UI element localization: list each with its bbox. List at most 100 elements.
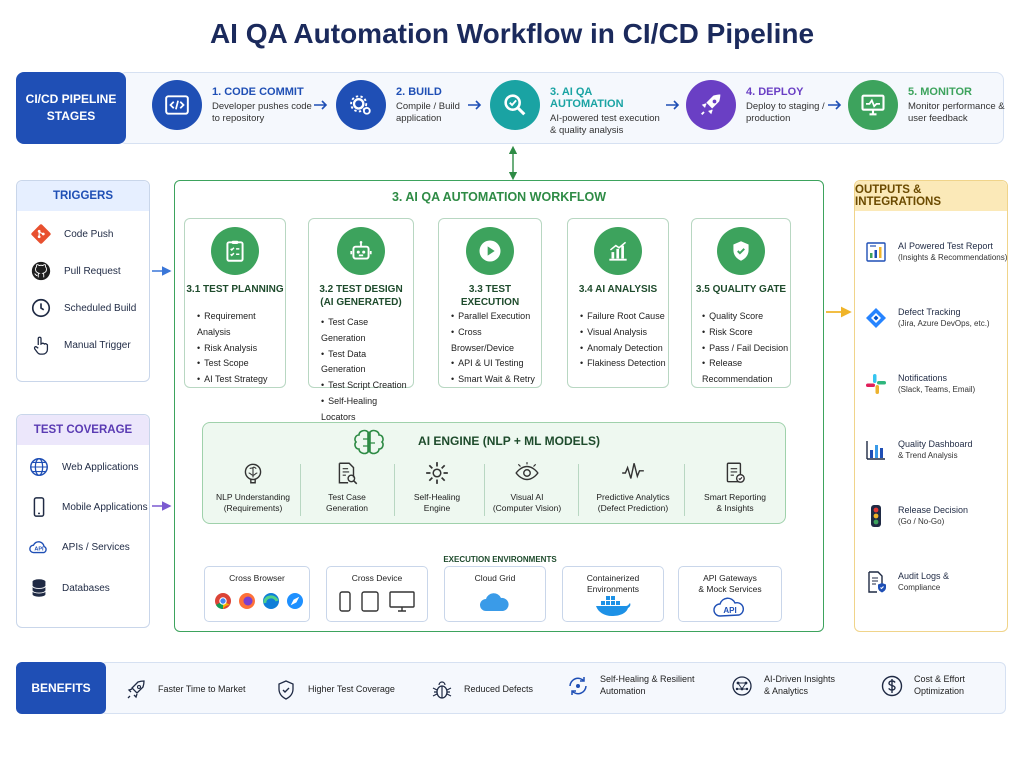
- list-item: Risk Analysis: [197, 341, 285, 357]
- module-line2: Engine: [423, 503, 451, 514]
- output-line1: AI Powered Test Report: [898, 240, 993, 251]
- card-test-planning[interactable]: 3.1 TEST PLANNING Requirement Analysis R…: [184, 218, 286, 388]
- stage-desc: Deploy to staging / production: [746, 101, 825, 124]
- env-cross-browser[interactable]: Cross Browser: [204, 566, 310, 622]
- gear-icon: [426, 462, 448, 484]
- list-item: API & UI Testing: [451, 356, 541, 372]
- card-ai-analysis[interactable]: 3.4 AI ANALYSIS Failure Root Cause Visua…: [567, 218, 669, 388]
- play-icon: [466, 227, 514, 275]
- divider: [684, 464, 685, 516]
- divider: [484, 464, 485, 516]
- list-item: Self-Healing Locators: [321, 394, 413, 426]
- coverage-panel: TEST COVERAGE: [16, 414, 150, 628]
- card-test-design[interactable]: 3.2 TEST DESIGN(AI GENERATED) Test Case …: [308, 218, 414, 422]
- report-icon: [726, 462, 745, 483]
- output-line1: Quality Dashboard: [898, 438, 973, 449]
- clipboard-icon: [211, 227, 259, 275]
- stage-title: 5. MONITOR: [908, 86, 972, 98]
- output-quality-dashboard[interactable]: Quality Dashboard& Trend Analysis: [864, 438, 973, 462]
- outputs-header: OUTPUTS & INTEGRATIONS: [855, 181, 1007, 211]
- bar-chart-icon: [866, 441, 885, 460]
- output-defect-tracking[interactable]: Defect Tracking(Jira, Azure DevOps, etc.…: [864, 306, 990, 330]
- card-test-execution[interactable]: 3.3 TEST EXECUTION Parallel Execution Cr…: [438, 218, 542, 388]
- stage-monitor[interactable]: 5. MONITOR Monitor performance & user fee…: [848, 80, 1018, 130]
- network-brain-icon: [732, 676, 752, 696]
- card-title: 3.2 TEST DESIGN: [319, 284, 403, 295]
- module-line1: Visual AI: [510, 492, 544, 502]
- output-line1: Defect Tracking: [898, 306, 961, 317]
- card-list: Quality Score Risk Score Pass / Fail Dec…: [702, 309, 790, 388]
- list-item: Test Data Generation: [321, 347, 413, 379]
- shield-check-icon: [278, 680, 294, 700]
- env-line2: & Mock Services: [698, 584, 762, 595]
- stage-desc: AI-powered test execution & quality anal…: [550, 113, 660, 136]
- benefit-line2: Optimization: [914, 686, 965, 696]
- output-line2: Compliance: [898, 582, 941, 592]
- trigger-code-push[interactable]: Code Push: [30, 223, 113, 245]
- card-list: Parallel Execution Cross Browser/Device …: [451, 309, 541, 388]
- coverage-label: Mobile Applications: [62, 501, 148, 513]
- engine-module-predictive[interactable]: Predictive Analytics(Defect Prediction): [586, 460, 680, 514]
- list-item: Parallel Execution: [451, 309, 541, 325]
- benefit-ai-insights: AI-Driven Insights& Analytics: [730, 674, 835, 698]
- env-api-gateways[interactable]: API Gateways& Mock Services API: [678, 566, 782, 622]
- engine-module-nlp[interactable]: NLP Understanding(Requirements): [206, 460, 300, 514]
- coverage-mobile[interactable]: Mobile Applications: [28, 496, 148, 518]
- env-cloud-grid[interactable]: Cloud Grid: [444, 566, 546, 622]
- triggers-panel: TRIGGERS: [16, 180, 150, 382]
- env-line1: Cloud Grid: [474, 573, 516, 583]
- hand-pointer-icon: [33, 336, 49, 355]
- output-notifications[interactable]: Notifications(Slack, Teams, Email): [864, 372, 975, 396]
- stage-desc: Developer pushes code to repository: [212, 101, 312, 124]
- jira-icon: [866, 308, 886, 328]
- output-line1: Release Decision: [898, 504, 969, 515]
- output-test-report[interactable]: AI Powered Test Report(Insights & Recomm…: [864, 240, 1007, 264]
- stage-deploy[interactable]: 4. DEPLOY Deploy to staging / production: [686, 80, 856, 130]
- git-icon: [31, 224, 51, 244]
- output-line1: Audit Logs &: [898, 570, 950, 581]
- card-quality-gate[interactable]: 3.5 QUALITY GATE Quality Score Risk Scor…: [691, 218, 791, 388]
- robot-icon: [337, 227, 385, 275]
- output-line1: Notifications: [898, 372, 948, 383]
- stage-desc: Monitor performance & user feedback: [908, 101, 1005, 124]
- smartphone-icon: [33, 497, 45, 517]
- output-audit-logs[interactable]: Audit Logs &Compliance: [864, 570, 949, 594]
- coverage-databases[interactable]: Databases: [28, 577, 110, 599]
- coverage-apis[interactable]: API APIs / Services: [28, 536, 130, 558]
- list-item: Test Case Generation: [321, 315, 413, 347]
- output-line2: (Jira, Azure DevOps, etc.): [898, 318, 990, 328]
- list-item: Test Scope: [197, 356, 285, 372]
- trigger-manual[interactable]: Manual Trigger: [30, 334, 131, 356]
- module-line2: (Computer Vision): [492, 503, 562, 514]
- benefit-line2: Automation: [600, 686, 646, 696]
- module-line2: & Insights: [716, 503, 754, 514]
- trigger-pull-request[interactable]: Pull Request: [30, 260, 121, 282]
- firefox-icon: [239, 593, 255, 610]
- engine-module-reporting[interactable]: Smart Reporting& Insights: [688, 460, 782, 514]
- api-cloud-icon: API: [29, 541, 47, 554]
- engine-module-visual-ai[interactable]: Visual AI(Computer Vision): [480, 460, 574, 514]
- magnifier-icon: [490, 80, 540, 130]
- coverage-web[interactable]: Web Applications: [28, 456, 139, 478]
- shield-check-icon: [717, 227, 765, 275]
- output-release-decision[interactable]: Release Decision(Go / No-Go): [864, 504, 968, 528]
- benefit-line2: & Analytics: [764, 686, 809, 696]
- output-line2: (Slack, Teams, Email): [898, 384, 976, 394]
- benefit-reduced-defects: Reduced Defects: [430, 678, 533, 702]
- env-cross-device[interactable]: Cross Device: [326, 566, 428, 622]
- list-item: Visual Analysis: [580, 325, 666, 341]
- document-shield-icon: [868, 571, 886, 593]
- module-line2: Generation: [325, 503, 369, 514]
- stage-title: 4. DEPLOY: [746, 86, 804, 98]
- trigger-scheduled-build[interactable]: Scheduled Build: [30, 297, 136, 319]
- coverage-label: APIs / Services: [62, 541, 130, 553]
- list-item: AI Test Strategy: [197, 372, 285, 388]
